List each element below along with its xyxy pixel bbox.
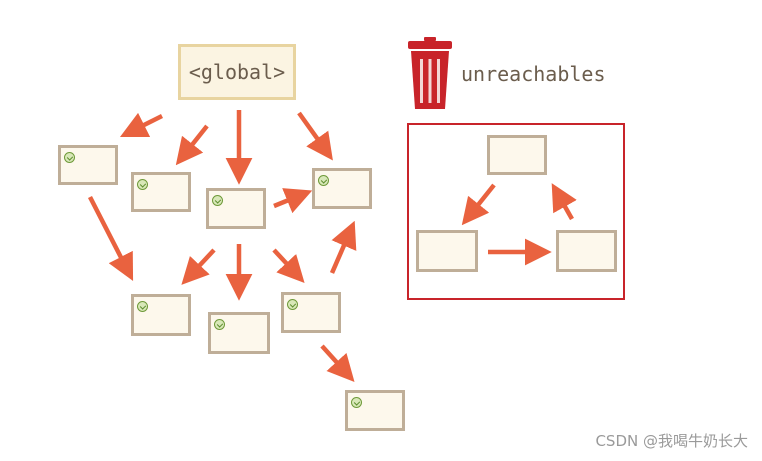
- reachable-node-g: [281, 292, 341, 333]
- arrow-node-g-to-node-d: [329, 220, 357, 274]
- unreachables-frame: [407, 123, 625, 300]
- checkmark-icon: [287, 299, 298, 310]
- checkmark-icon: [214, 319, 225, 330]
- reachable-node-c: [206, 188, 266, 229]
- arrow-global-to-node-a: [119, 112, 164, 138]
- global-root-node: <global>: [178, 44, 296, 100]
- arrow-node-c-to-node-d: [273, 188, 313, 214]
- checkmark-icon: [64, 152, 75, 163]
- watermark: CSDN @我喝牛奶长大: [595, 432, 748, 450]
- arrow-node-a-to-node-e: [87, 195, 134, 282]
- global-root-label: <global>: [188, 60, 286, 84]
- arrow-global-to-node-b: [175, 124, 209, 166]
- arrow-global-to-node-d: [297, 111, 333, 161]
- unreachable-node-right: [556, 230, 617, 272]
- checkmark-icon: [212, 195, 223, 206]
- unreachables-label: unreachables: [461, 62, 606, 86]
- trash-can-icon: [408, 37, 452, 109]
- checkmark-icon: [137, 179, 148, 190]
- reachable-node-f: [208, 312, 270, 354]
- unreachable-node-top: [487, 135, 547, 175]
- arrow-node-g-to-node-h: [320, 344, 355, 383]
- arrow-cycle-top-to-left: [461, 183, 496, 226]
- checkmark-icon: [351, 397, 362, 408]
- reachable-node-a: [58, 145, 118, 185]
- arrow-cycle-right-to-top: [551, 183, 577, 221]
- reachable-node-h: [345, 390, 405, 431]
- reachable-node-d: [312, 168, 372, 209]
- checkmark-icon: [137, 301, 148, 312]
- checkmark-icon: [318, 175, 329, 186]
- unreachable-node-left: [416, 230, 478, 272]
- arrow-node-c-to-node-g: [272, 248, 305, 283]
- reachable-node-e: [131, 294, 191, 336]
- arrow-node-c-to-node-e: [181, 248, 216, 285]
- reachable-node-b: [131, 172, 191, 212]
